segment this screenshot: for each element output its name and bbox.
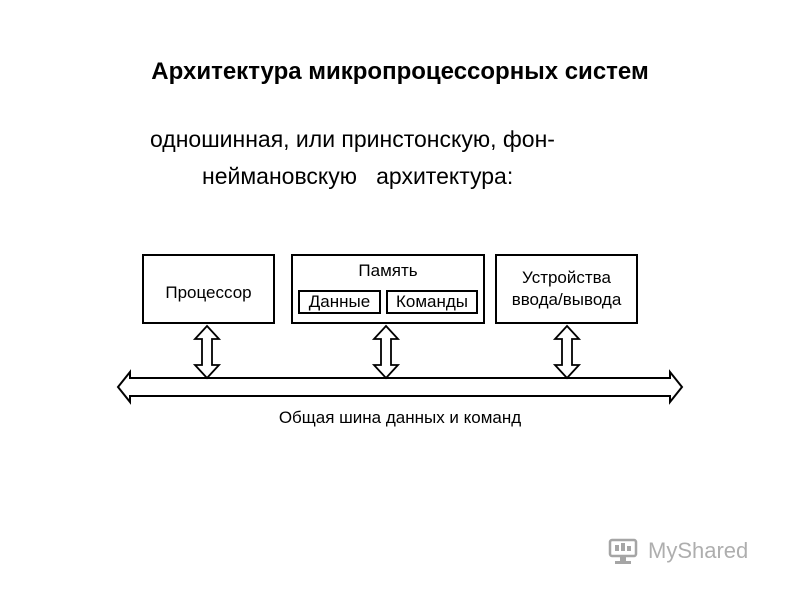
io-label-line-1: Устройства [522,268,611,287]
processor-bus-connector [192,324,222,380]
processor-block: Процессор [142,254,275,324]
subtitle-line-1: одношинная, или принстонскую, фон- [150,126,555,152]
watermark-text: MyShared [648,538,749,563]
memory-commands-block: Команды [386,290,478,314]
memory-block: Память Данные Команды [291,254,485,324]
memory-bus-connector [371,324,401,380]
memory-label: Память [358,261,418,280]
watermark-logo: MyShared [608,536,748,566]
memory-data-block: Данные [298,290,381,314]
processor-label: Процессор [165,283,252,302]
bus-arrow [116,369,684,405]
bus-label: Общая шина данных и команд [278,408,522,427]
slide-title: Архитектура микропроцессорных систем [151,58,649,85]
io-block: Устройства ввода/вывода [495,254,638,324]
subtitle-line-2: неймановскую архитектура: [202,163,514,189]
io-label-line-2: ввода/вывода [511,290,622,309]
io-bus-connector [552,324,582,380]
mycomputer-icon [608,538,638,564]
